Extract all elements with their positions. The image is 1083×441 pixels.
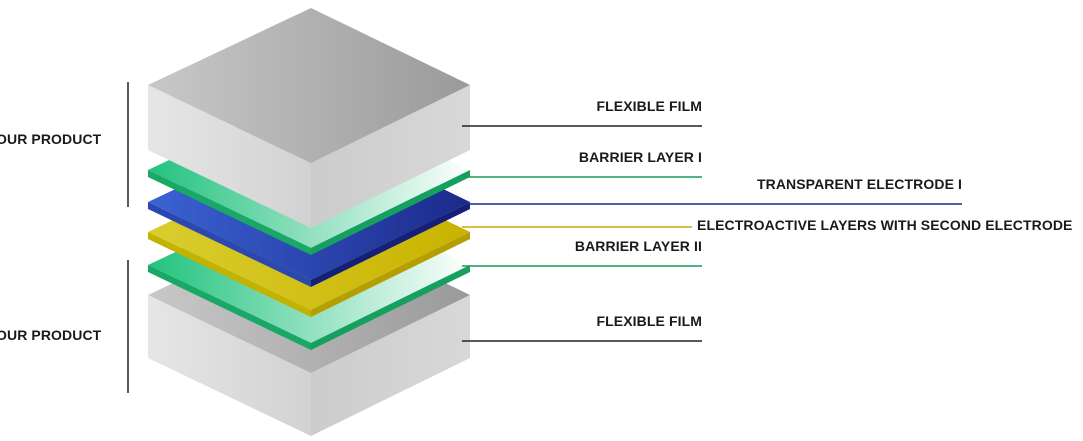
label-flexible-film-bottom: FLEXIBLE FILM [596, 313, 702, 329]
side-label-top: OUR PRODUCT [0, 131, 102, 147]
flexible-film-top-block [148, 8, 470, 228]
side-label-bottom: OUR PRODUCT [0, 327, 102, 343]
label-flexible-film-top: FLEXIBLE FILM [596, 98, 702, 114]
label-electroactive-layers: ELECTROACTIVE LAYERS WITH SECOND ELECTRO… [697, 217, 1073, 233]
label-barrier-layer-1: BARRIER LAYER I [578, 149, 702, 165]
label-barrier-layer-2: BARRIER LAYER II [574, 238, 702, 254]
label-transparent-electrode: TRANSPARENT ELECTRODE I [756, 176, 962, 192]
